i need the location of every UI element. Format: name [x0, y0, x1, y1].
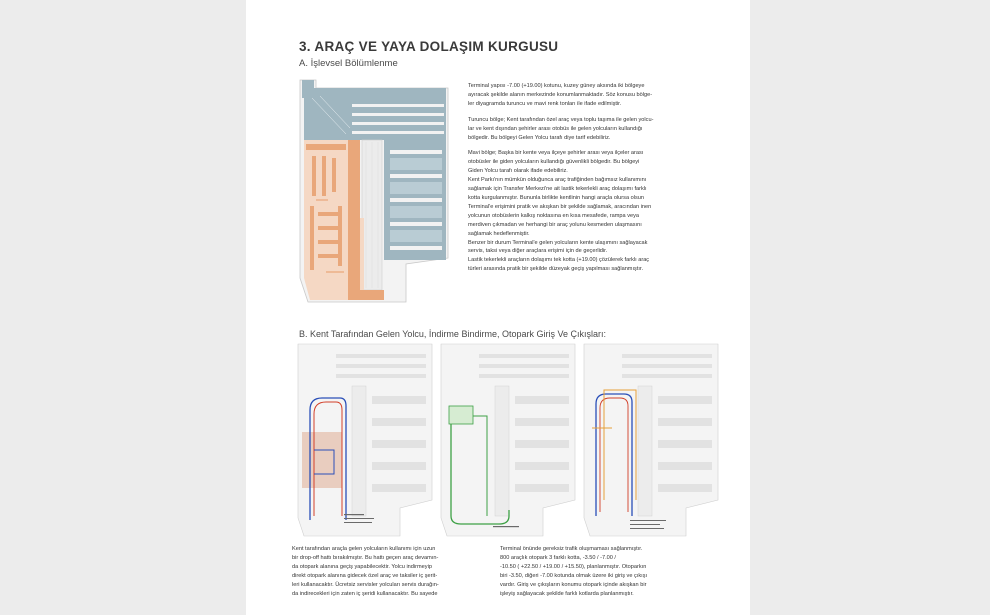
subsection-a-title: A. İşlevsel Bölümlenme	[299, 58, 398, 69]
blue-zone-line: sağlamak hedeflenmiştir.	[468, 230, 530, 237]
parking-line: işleyiş sağlayacak şekilde farklı kotlar…	[500, 590, 634, 597]
blue-zone-line: otobüsler ile giden yolcuların kullandığ…	[468, 159, 640, 166]
intro-line: ler diyagramda turuncu ve mavi renk tonl…	[468, 100, 622, 107]
dropoff-line: direkt otopark alanına gidecek özel araç…	[292, 572, 438, 579]
intro-line: ayıracak şekilde alanın merkezinde konum…	[468, 91, 653, 98]
blue-zone-line: türleri arasında pratik bir şekilde düze…	[468, 266, 644, 273]
orange-zone-line: bölgedir. Bu bölgeyi Gelen Yolcu tarafı …	[468, 134, 611, 141]
parking-line: biri -3.50, diğeri -7.00 kotunda olmak ü…	[500, 572, 648, 579]
subsection-b-title: B. Kent Tarafından Gelen Yolcu, İndirme …	[299, 329, 606, 339]
dropoff-line: da otopark alanına geçiş yapabilecektir.…	[292, 563, 432, 570]
circulation-diagram-2	[439, 340, 577, 540]
parking-line: -10.50 ( +22.50 / +19.00 / +15.50), plan…	[500, 563, 647, 570]
blue-zone-line: kotta kurgulanmıştır. Bununla birlikte k…	[468, 194, 644, 201]
dropoff-description: Kent tarafından araçla gelen yolcuların …	[292, 545, 482, 598]
parking-line: 800 araçlık otopark 3 farklı kotta, -3.5…	[500, 554, 616, 561]
blue-zone-line: sağlamak için Transfer Merkezi'ne ait la…	[468, 186, 647, 193]
dropoff-line: da indirecekleri için zaten iç şeridi ku…	[292, 590, 438, 597]
dropoff-line: bir drop-off hattı bırakılmıştır. Bu hat…	[292, 554, 439, 561]
dropoff-line: leri kullanacaktır. Ücretsiz servisler y…	[292, 581, 439, 588]
orange-zone-line: lar ve kent dışından şehirler arası otob…	[468, 125, 643, 132]
blue-zone-line: Mavi bölge; Başka bir kente veya ilçeye …	[468, 150, 644, 157]
zoning-description: Terminal yapısı -7.00 (+19.00) kotunu, k…	[468, 82, 684, 274]
blue-zone-line: Benzer bir durum Terminal'e gelen yolcul…	[468, 239, 648, 246]
blue-zone-line: Giden Yolcu tarafı olarak ifade edebilir…	[468, 168, 568, 175]
circulation-diagram-1	[296, 340, 434, 540]
blue-zone-line: yolcunun otobüslerin kalkış noktasına en…	[468, 212, 640, 219]
parking-line: vardır. Giriş ve çıkışların konumu otopa…	[500, 581, 647, 588]
section-title: 3. ARAÇ VE YAYA DOLAŞIM KURGUSU	[299, 39, 559, 54]
dropoff-line: Kent tarafından araçla gelen yolcuların …	[292, 546, 436, 552]
circulation-diagram-3	[582, 340, 720, 540]
blue-zone-line: Terminal'e erişimini pratik ve akışkan b…	[468, 203, 652, 210]
blue-zone-line: Lastik tekerlekli araçların dolaşımı tek…	[468, 257, 650, 264]
blue-zone-line: merdiven çıkmadan ve herhangi bir araç y…	[468, 221, 642, 228]
document-page: 3. ARAÇ VE YAYA DOLAŞIM KURGUSU A. İşlev…	[246, 0, 750, 615]
blue-zone-line: servis, taksi veya diğer araçlara erişim…	[468, 248, 608, 255]
parking-line: Terminal önünde gereksiz trafik oluşmama…	[500, 546, 643, 552]
blue-zone-line: Kent Parkı'nın mümkün olduğunca araç tra…	[468, 177, 647, 184]
parking-description: Terminal önünde gereksiz trafik oluşmama…	[500, 545, 696, 598]
zoning-plan-figure	[298, 78, 460, 310]
orange-zone-line: Turuncu bölge; Kent tarafından özel araç…	[468, 116, 654, 123]
intro-line: Terminal yapısı -7.00 (+19.00) kotunu, k…	[468, 83, 645, 89]
